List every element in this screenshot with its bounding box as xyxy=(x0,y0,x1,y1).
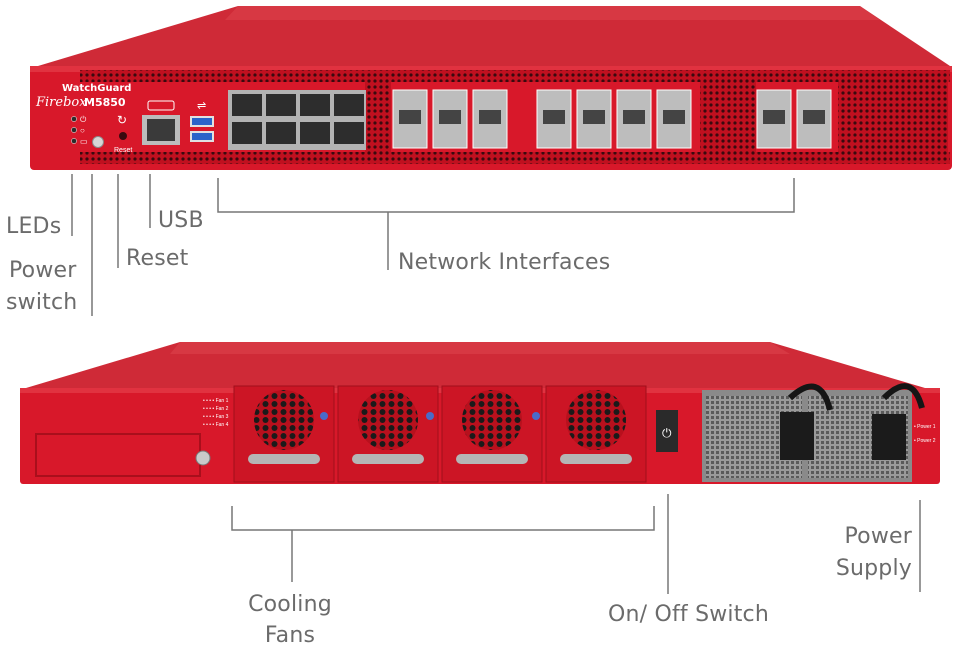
svg-text:• • • • Fan 2: • • • • Fan 2 xyxy=(203,406,229,412)
fan-labels: • • • • Fan 1 • • • • Fan 2 • • • • Fan … xyxy=(203,398,229,428)
power-switch-label-line2: switch xyxy=(6,290,78,315)
power-supplies[interactable] xyxy=(702,383,925,482)
svg-text:Firebox: Firebox xyxy=(35,95,87,110)
usb-label: USB xyxy=(158,208,204,233)
svg-text:• • • • Fan 1: • • • • Fan 1 xyxy=(203,398,229,404)
fan-module-4[interactable] xyxy=(545,385,647,483)
svg-text:• Power 1: • Power 1 xyxy=(914,424,936,430)
rj45-ports[interactable] xyxy=(228,90,366,150)
fan-module-2[interactable] xyxy=(337,385,439,483)
power-supply-label-line1: Power xyxy=(844,524,912,549)
fan-module-1[interactable] xyxy=(233,385,335,483)
svg-text:• • • • Fan 4: • • • • Fan 4 xyxy=(203,422,229,428)
power-button-icon[interactable] xyxy=(92,136,104,148)
svg-text:⏻: ⏻ xyxy=(80,115,87,124)
svg-text:• Power 2: • Power 2 xyxy=(914,438,936,444)
watchguard-logo: WatchGuard Firebox M5850 xyxy=(35,83,131,110)
network-interfaces-label: Network Interfaces xyxy=(398,250,611,275)
usb-ports[interactable]: ⇌ xyxy=(190,100,214,142)
reset-button[interactable]: ↻ Reset xyxy=(114,113,132,154)
rear-callout-lines xyxy=(231,494,921,594)
expansion-slot-cover xyxy=(35,433,211,477)
svg-text:⇌: ⇌ xyxy=(197,100,206,112)
on-off-switch-label: On/ Off Switch xyxy=(608,602,770,627)
reset-label: Reset xyxy=(126,246,189,271)
svg-text:↻: ↻ xyxy=(117,113,127,127)
svg-text:⏻: ⏻ xyxy=(662,426,672,440)
svg-text:Reset: Reset xyxy=(114,147,132,154)
svg-text:▭: ▭ xyxy=(80,137,88,146)
cooling-fans-label-line2: Fans xyxy=(264,623,316,648)
rear-power-switch[interactable]: ⏻ xyxy=(656,410,678,452)
fan-module-3[interactable] xyxy=(441,385,543,483)
power-switch-label-line1: Power xyxy=(9,258,77,283)
status-leds: ⏻ ○ ▭ xyxy=(71,115,88,146)
svg-text:○: ○ xyxy=(80,126,85,135)
sfp-ports[interactable] xyxy=(392,89,832,149)
front-callout-lines xyxy=(71,174,795,316)
power-supply-label-line2: Supply xyxy=(835,556,912,581)
svg-text:• • • • Fan 3: • • • • Fan 3 xyxy=(203,414,229,420)
cooling-fans-label-line1: Cooling xyxy=(248,592,332,617)
leds-label: LEDs xyxy=(6,214,62,239)
svg-text:M5850: M5850 xyxy=(84,96,126,109)
svg-text:WatchGuard: WatchGuard xyxy=(62,83,131,94)
power-labels: • Power 1 • Power 2 xyxy=(914,424,936,444)
console-port[interactable] xyxy=(142,100,180,145)
